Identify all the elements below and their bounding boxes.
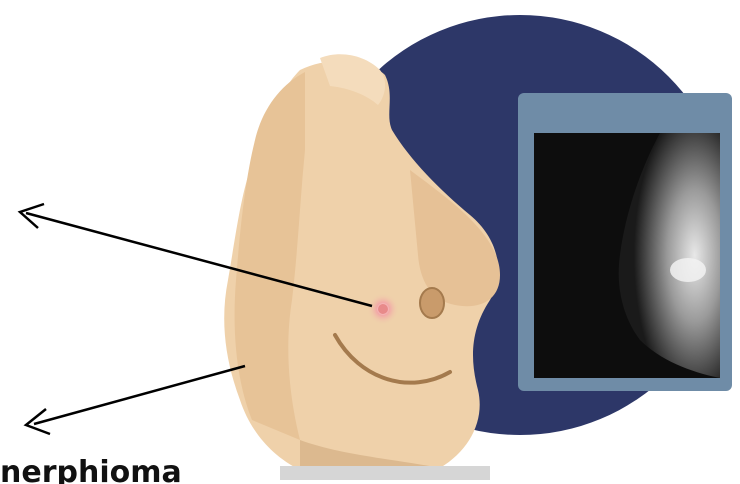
nipple: [420, 288, 444, 318]
caption-text: nerphioma: [0, 453, 182, 484]
xray-dense-region: [670, 258, 706, 282]
pedestal: [280, 466, 490, 480]
arrow-lower: [26, 366, 245, 434]
lesion-core: [378, 304, 388, 314]
